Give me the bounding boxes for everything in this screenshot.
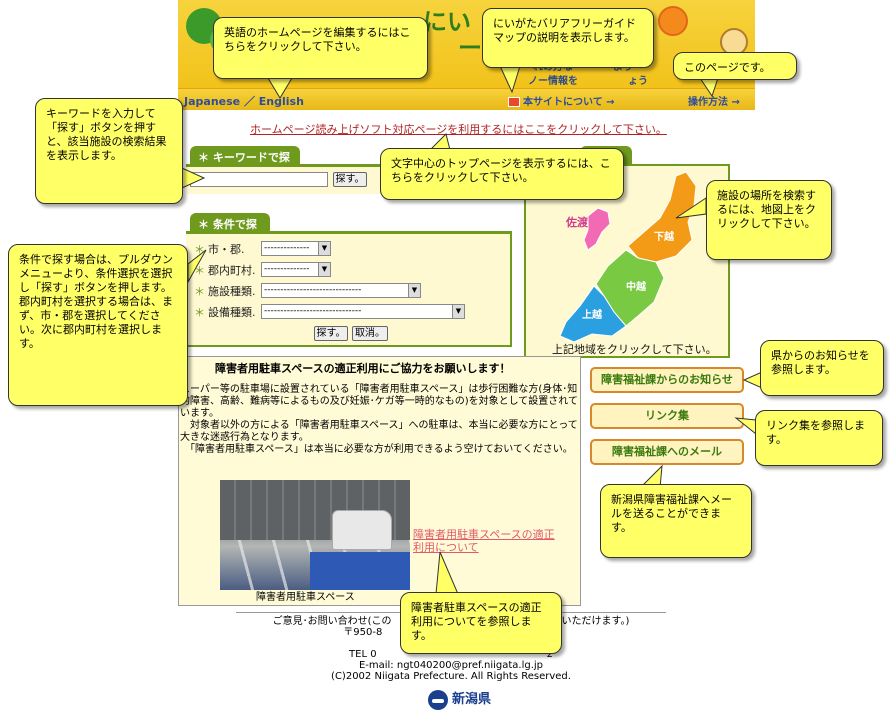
city-select[interactable]: --------------▼ <box>261 241 331 256</box>
map-label-kaetsu: 下越 <box>654 230 675 243</box>
map-region-sado[interactable] <box>583 207 611 251</box>
info-icon <box>508 97 520 107</box>
notice-paragraph: 対象者以外の方による「障害者用駐車スペース」への駐車は、本当に必要な方にとって大… <box>180 420 578 443</box>
site-logo-line1: にい <box>423 8 471 36</box>
town-label: ＊郡内町村. <box>194 264 256 277</box>
callout-map: 施設の場所を検索するには、地図上をクリックして下さい。 <box>706 180 832 260</box>
facility-type-select[interactable]: ------------------------------▼ <box>261 283 421 298</box>
town-select[interactable]: --------------▼ <box>261 262 331 277</box>
how-to-link[interactable]: 操作方法 → <box>688 97 740 108</box>
bear-mascot-icon <box>720 28 748 56</box>
mail-button[interactable]: 障害福祉課へのメール <box>590 439 744 465</box>
car-image <box>332 510 392 550</box>
footer-copyright: (C)2002 Niigata Prefecture. All Rights R… <box>331 671 571 682</box>
footer-line: TEL 0 2 <box>349 649 553 660</box>
bullet-icon: ＊ <box>194 264 205 277</box>
facility-type-label: ＊施設種類. <box>194 285 256 298</box>
equipment-type-label: ＊設備種類. <box>194 306 256 319</box>
chevron-down-icon: ▼ <box>318 263 330 276</box>
about-site-label: 本サイトについて → <box>523 97 615 108</box>
map-label-sado: 佐渡 <box>565 215 589 229</box>
notice-paragraph: スーパー等の駐車場に設置されている「障害者用駐車スペース」は歩行困難な方(身体･… <box>180 384 579 419</box>
about-site-link[interactable]: 本サイトについて → <box>508 93 615 108</box>
callout-parking: 障害者駐車スペースの適正利用についてを参照します。 <box>400 592 562 654</box>
prefecture-logo: 新潟県 <box>428 688 491 710</box>
parking-info-link[interactable]: 障害者用駐車スペースの適正利用について <box>413 528 555 554</box>
bullet-icon: ＊ <box>194 285 205 298</box>
screen-reader-link[interactable]: ホームページ読み上げソフト対応ページを利用するにはここをクリックして下さい。 <box>250 123 667 136</box>
chevron-down-icon: ▼ <box>452 305 464 318</box>
callout-english: 英語のホームページを編集するにはこちらをクリックして下さい。 <box>213 17 428 79</box>
callout-conditions: 条件で探す場合は、プルダウンメニューより、条件選択を選択し「探す」ボタンを押しま… <box>8 244 188 406</box>
condition-search-tab: ＊ 条件で探す <box>190 213 270 247</box>
map-label-chuetsu: 中越 <box>626 280 647 293</box>
prefecture-emblem-icon <box>428 689 448 710</box>
keyword-search-button[interactable]: 探す。 <box>333 172 367 187</box>
photo-caption: 障害者用駐車スペース <box>256 592 355 603</box>
keyword-search-tab: ＊ キーワードで探す <box>190 146 300 180</box>
notice-paragraph: 「障害者用駐車スペース」は本当に必要な方が利用できるよう空けておいてください。 <box>180 444 573 455</box>
map-region-joetsu[interactable] <box>559 285 627 343</box>
chevron-down-icon: ▼ <box>318 242 330 255</box>
bullet-icon: ＊ <box>194 243 205 256</box>
links-button[interactable]: リンク集 <box>590 403 744 429</box>
footer-email[interactable]: E-mail: ngt040200@pref.niigata.lg.jp <box>358 660 544 671</box>
callout-notices: 県からのお知らせを参照します。 <box>760 340 884 396</box>
notice-body: スーパー等の駐車場に設置されている「障害者用駐車スペース」は歩行困難な方(身体･… <box>180 384 580 456</box>
parking-photo <box>220 480 410 590</box>
language-link[interactable]: Japanese ／ English <box>184 95 304 108</box>
map-label-joetsu: 上越 <box>582 308 603 321</box>
keyword-input[interactable] <box>190 172 328 187</box>
nav-bar: Japanese ／ English 本サイトについて → 操作方法 → <box>178 88 755 110</box>
niigata-map[interactable]: 佐渡 下越 中越 上越 <box>526 166 732 360</box>
equipment-type-select[interactable]: ------------------------------▼ <box>261 304 465 319</box>
chevron-down-icon: ▼ <box>408 284 420 297</box>
bullet-icon: ＊ <box>194 306 205 319</box>
map-region-chuetsu[interactable] <box>595 249 665 327</box>
callout-howto: このページです。 <box>673 52 797 80</box>
callout-mail: 新潟県障害福祉課へメールを送ることができます。 <box>600 484 752 558</box>
callout-about: にいがたバリアフリーガイドマップの説明を表示します。 <box>482 8 654 68</box>
callout-keyword: キーワードを入力して「探す」ボタンを押すと、該当施設の検索結果を表示します。 <box>35 98 183 204</box>
header-subtext-2: ノー情報を ょう <box>478 76 648 87</box>
notice-title: 障害者用駐車スペースの適正利用にご協力をお願いします！ <box>215 362 511 375</box>
condition-cancel-button[interactable]: 取消。 <box>352 326 388 341</box>
callout-links: リンク集を参照します。 <box>755 410 883 466</box>
callout-reader: 文字中心のトップページを表示するには、こちらをクリックして下さい。 <box>380 148 624 200</box>
sun-icon <box>658 6 688 36</box>
condition-search-button[interactable]: 探す。 <box>314 326 348 341</box>
map-region-kaetsu[interactable] <box>627 171 697 263</box>
city-label: ＊市・郡. <box>194 243 245 256</box>
map-caption: 上記地域をクリックして下さい。 <box>552 343 717 356</box>
notices-button[interactable]: 障害福祉課からのお知らせ <box>590 367 744 393</box>
